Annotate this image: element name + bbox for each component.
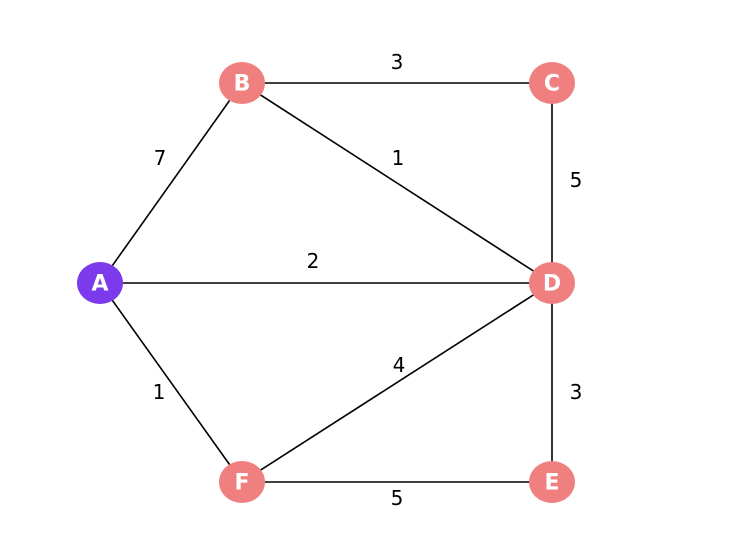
edge-weight-f-d: 4 — [393, 353, 406, 377]
edge-b-d — [241, 82, 553, 284]
edge-weight-a-b: 7 — [154, 146, 167, 170]
node-d: D — [529, 262, 575, 304]
node-f: F — [219, 461, 265, 503]
weights-layer: 7 3 1 5 2 1 4 3 5 — [153, 50, 583, 510]
edge-weight-a-f: 1 — [153, 380, 166, 404]
node-f-label: F — [234, 471, 249, 496]
node-f-circle — [219, 461, 265, 503]
edge-weight-b-d: 1 — [392, 146, 405, 170]
edges-layer — [99, 82, 553, 483]
node-e-circle — [529, 461, 575, 503]
node-a: A — [77, 262, 123, 304]
nodes-layer: A B C D E F — [77, 62, 575, 503]
edge-weight-b-c: 3 — [391, 50, 404, 74]
node-b: B — [219, 62, 265, 104]
edge-weight-c-d: 5 — [570, 168, 583, 192]
edge-weight-a-d: 2 — [307, 249, 320, 273]
node-d-label: D — [543, 272, 561, 297]
node-b-circle — [219, 62, 265, 104]
node-e-label: E — [544, 471, 559, 496]
node-c-circle — [529, 62, 575, 104]
node-d-circle — [529, 262, 575, 304]
edge-weight-f-e: 5 — [391, 486, 404, 510]
edge-a-f — [99, 282, 243, 483]
node-a-circle — [77, 262, 123, 304]
edge-a-b — [99, 82, 243, 284]
edge-f-d — [241, 282, 553, 483]
node-e: E — [529, 461, 575, 503]
node-a-label: A — [91, 272, 108, 297]
node-c-label: C — [544, 72, 560, 97]
node-c: C — [529, 62, 575, 104]
edge-weight-d-e: 3 — [570, 380, 583, 404]
node-b-label: B — [234, 72, 251, 97]
